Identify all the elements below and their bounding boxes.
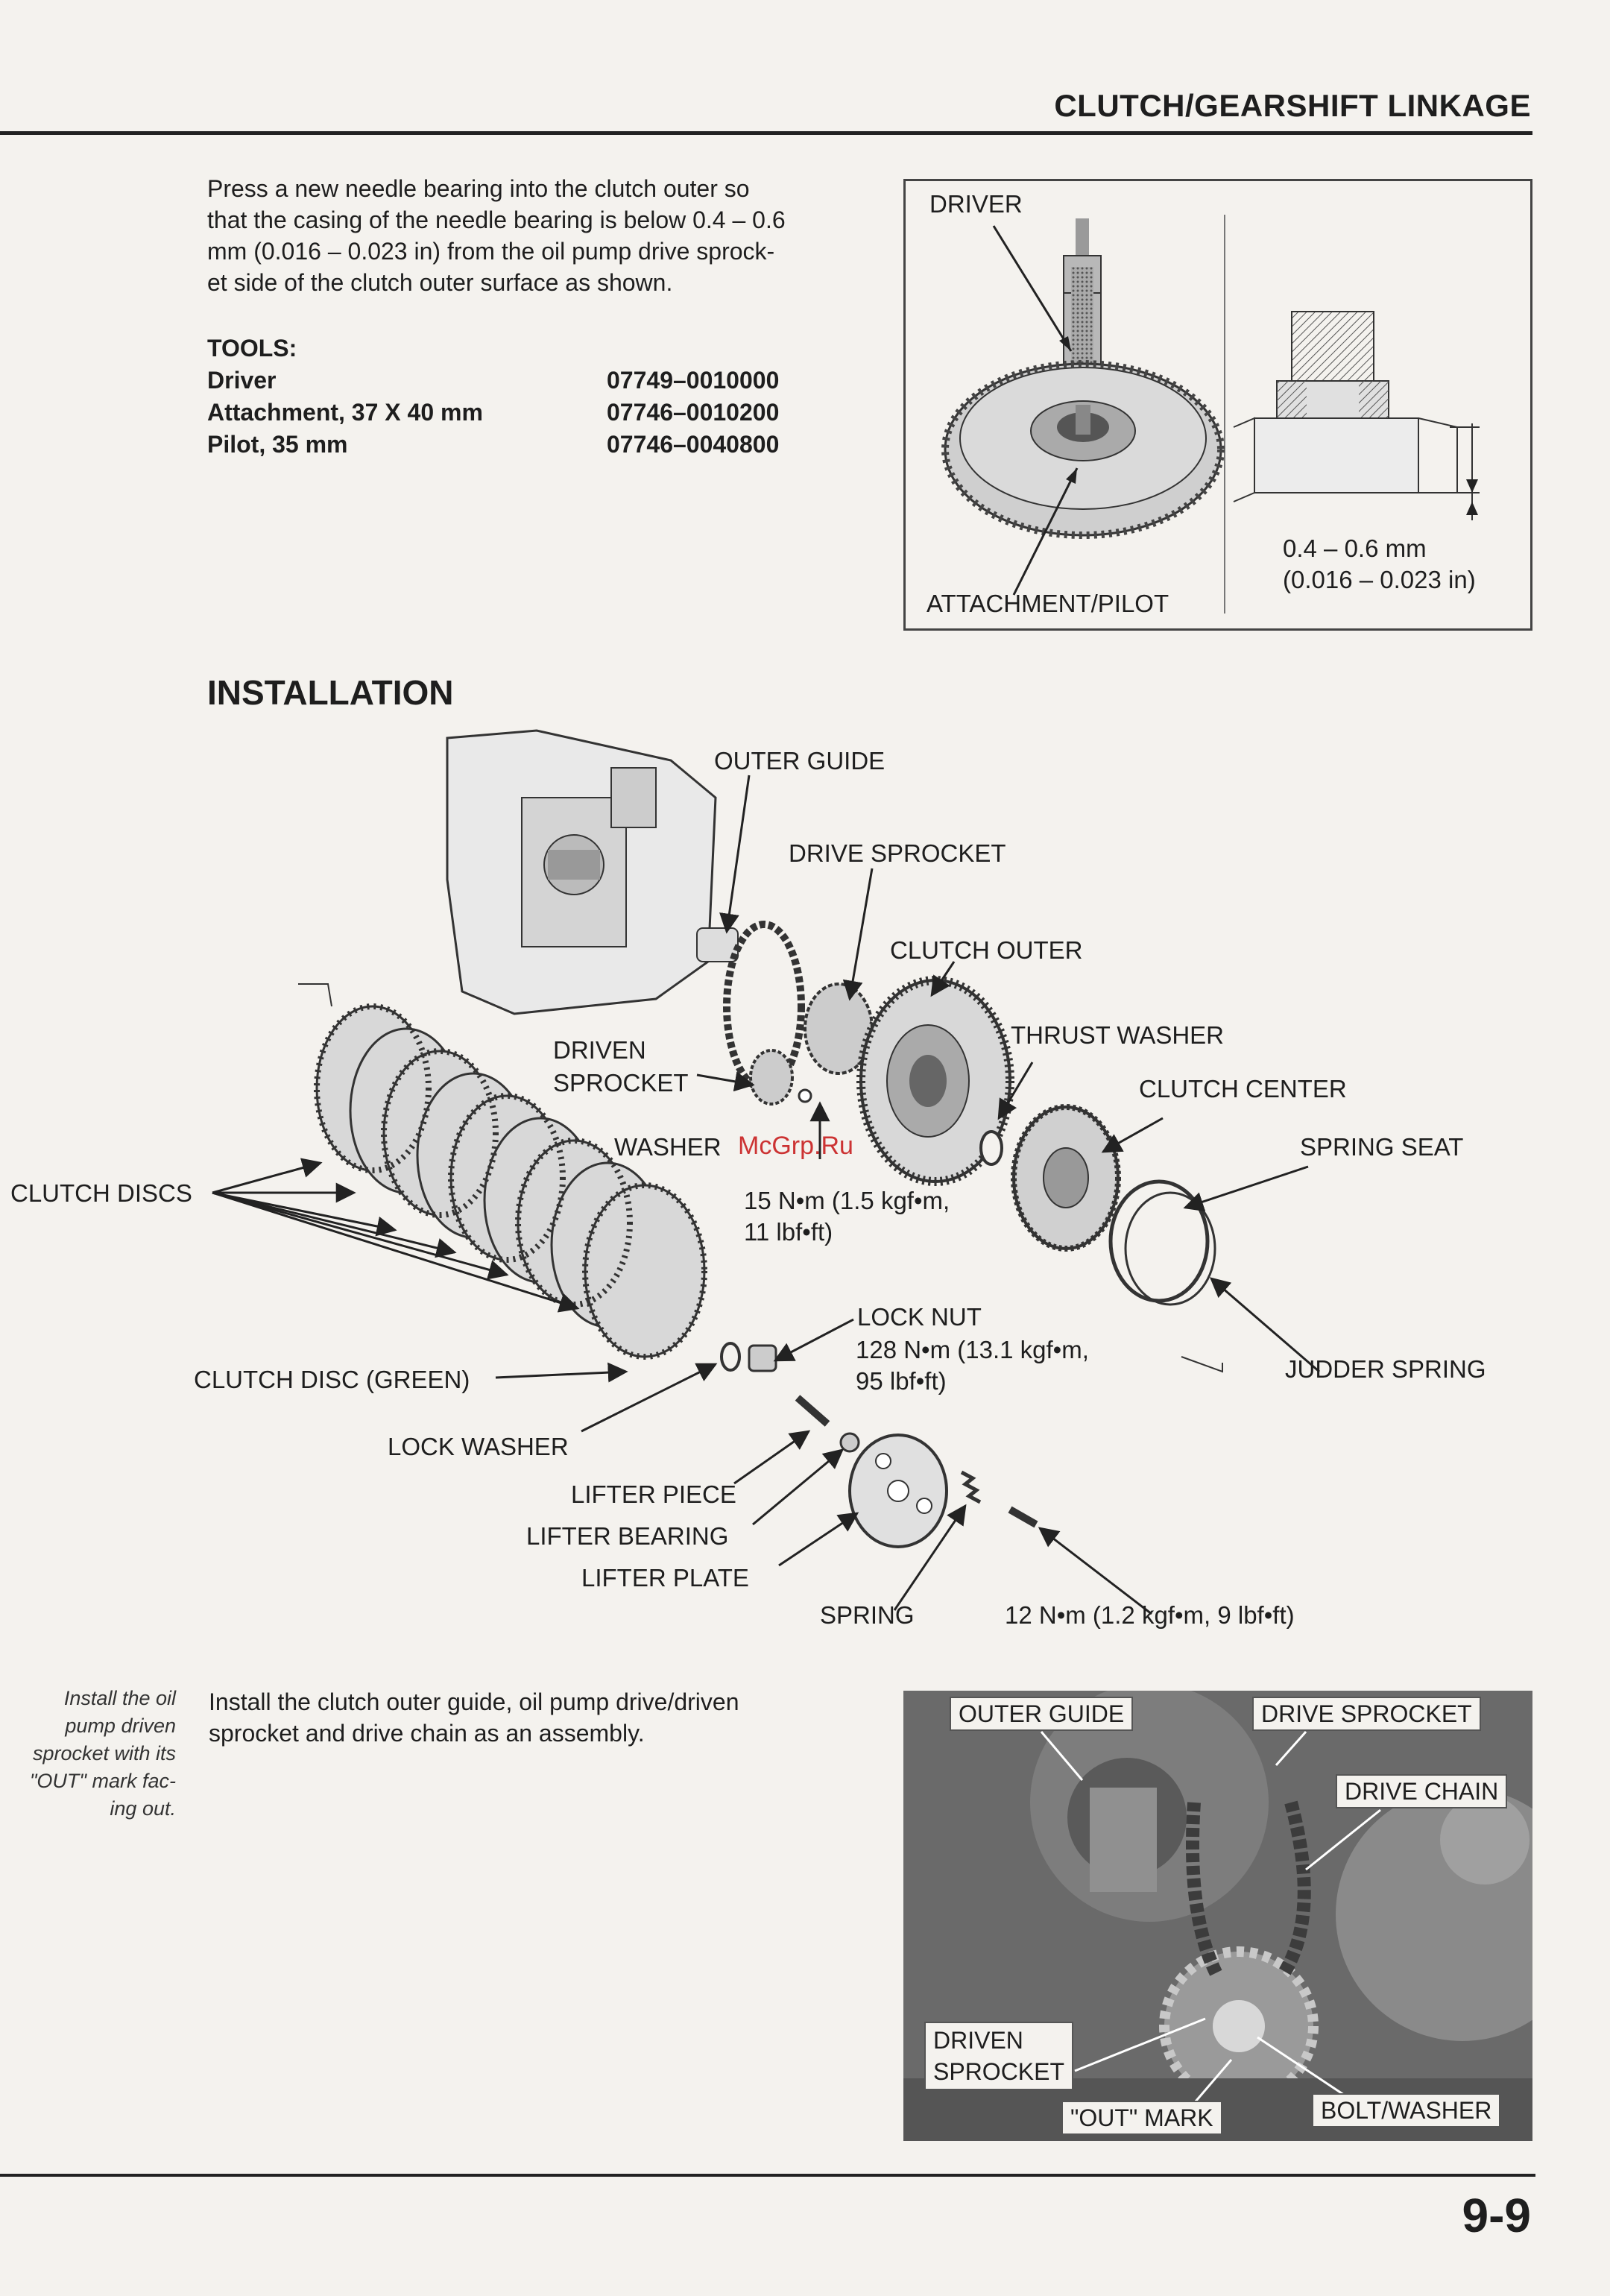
label-driven-line1: DRIVEN bbox=[553, 1036, 646, 1064]
label-spring: SPRING bbox=[820, 1601, 915, 1629]
photo-label-outer-guide: OUTER GUIDE bbox=[950, 1697, 1134, 1731]
label-driven-line2: SPROCKET bbox=[553, 1069, 689, 1097]
label-outer-guide: OUTER GUIDE bbox=[714, 747, 886, 775]
bearing-press-illustration bbox=[941, 215, 1480, 614]
label-torque-15-line1: 15 N•m (1.5 kgf•m, bbox=[744, 1187, 950, 1214]
tool-name: Pilot, 35 mm bbox=[207, 431, 348, 458]
side-note: Install the oil pump driven sprocket wit… bbox=[0, 1685, 176, 1823]
header-rule bbox=[0, 131, 1532, 135]
label-clutch-discs: CLUTCH DISCS bbox=[10, 1179, 192, 1207]
photo-label-driven-line2: SPROCKET bbox=[933, 2058, 1065, 2085]
tools-list: TOOLS: Driver 07749–0010000 Attachment, … bbox=[207, 332, 804, 461]
page-header-title: CLUTCH/GEARSHIFT LINKAGE bbox=[1054, 88, 1531, 123]
attachment-pilot-label: ATTACHMENT/PILOT bbox=[926, 590, 1169, 617]
footer-rule bbox=[0, 2174, 1535, 2177]
photo-label-out-mark: "OUT" MARK bbox=[1061, 2101, 1222, 2135]
step2-line: sprocket and drive chain as an assembly. bbox=[209, 1720, 645, 1747]
tool-name: Attachment, 37 X 40 mm bbox=[207, 399, 483, 426]
bearing-press-figure: DRIVER ATTACHMENT/PILOT 0.4 – 0.6 mm (0.… bbox=[903, 179, 1532, 631]
label-drive-sprocket: DRIVE SPROCKET bbox=[789, 839, 1006, 867]
intro-line: that the casing of the needle bearing is… bbox=[207, 206, 786, 233]
tool-row: Pilot, 35 mm 07746–0040800 bbox=[207, 429, 804, 461]
label-lock-nut: LOCK NUT bbox=[857, 1303, 982, 1331]
label-lock-washer: LOCK WASHER bbox=[388, 1433, 569, 1460]
label-torque-15-line2: 11 lbf•ft) bbox=[744, 1218, 833, 1246]
photo-label-driven-sprocket: DRIVEN SPROCKET bbox=[924, 2022, 1074, 2090]
step2-paragraph: Install the clutch outer guide, oil pump… bbox=[209, 1686, 880, 1749]
exploded-clutch-diagram bbox=[212, 729, 1320, 1615]
tools-heading: TOOLS: bbox=[207, 335, 297, 362]
intro-paragraph: Press a new needle bearing into the clut… bbox=[207, 173, 878, 298]
side-note-line: Install the oil bbox=[63, 1687, 176, 1709]
intro-line: mm (0.016 – 0.023 in) from the oil pump … bbox=[207, 238, 775, 265]
side-note-line: sprocket with its bbox=[32, 1742, 176, 1764]
label-washer: WASHER bbox=[614, 1133, 722, 1161]
side-note-line: pump driven bbox=[65, 1715, 176, 1737]
depth-in-label: (0.016 – 0.023 in) bbox=[1283, 566, 1476, 593]
tool-row: Attachment, 37 X 40 mm 07746–0010200 bbox=[207, 397, 804, 429]
assembly-photo: OUTER GUIDE DRIVE SPROCKET DRIVE CHAIN D… bbox=[903, 1691, 1532, 2141]
tool-number: 07746–0010200 bbox=[607, 399, 780, 426]
intro-line: Press a new needle bearing into the clut… bbox=[207, 175, 750, 202]
label-thrust-washer: THRUST WASHER bbox=[1011, 1021, 1225, 1049]
side-note-line: "OUT" mark fac- bbox=[29, 1770, 176, 1792]
label-clutch-center: CLUTCH CENTER bbox=[1139, 1075, 1347, 1103]
watermark: McGrp.Ru bbox=[738, 1132, 853, 1160]
tool-row: Driver 07749–0010000 bbox=[207, 365, 804, 397]
driver-label: DRIVER bbox=[929, 190, 1023, 218]
photo-label-driven-line1: DRIVEN bbox=[933, 2027, 1023, 2054]
label-lifter-bearing: LIFTER BEARING bbox=[526, 1522, 729, 1550]
depth-mm-label: 0.4 – 0.6 mm bbox=[1283, 534, 1427, 562]
label-spring-seat: SPRING SEAT bbox=[1300, 1133, 1464, 1161]
label-clutch-disc-green: CLUTCH DISC (GREEN) bbox=[194, 1366, 470, 1393]
page-number: 9-9 bbox=[1462, 2189, 1532, 2242]
label-lifter-piece: LIFTER PIECE bbox=[571, 1480, 736, 1508]
label-judder-spring: JUDDER SPRING bbox=[1285, 1355, 1486, 1383]
label-torque-128-line1: 128 N•m (13.1 kgf•m, bbox=[856, 1336, 1089, 1363]
installation-heading: INSTALLATION bbox=[207, 673, 454, 712]
side-note-line: ing out. bbox=[110, 1797, 176, 1820]
photo-label-drive-sprocket: DRIVE SPROCKET bbox=[1252, 1697, 1481, 1731]
photo-label-drive-chain: DRIVE CHAIN bbox=[1336, 1774, 1508, 1808]
tool-number: 07749–0010000 bbox=[607, 367, 780, 394]
label-torque-12: 12 N•m (1.2 kgf•m, 9 lbf•ft) bbox=[1005, 1601, 1295, 1629]
intro-line: et side of the clutch outer surface as s… bbox=[207, 269, 673, 296]
tool-number: 07746–0040800 bbox=[607, 431, 780, 458]
label-lifter-plate: LIFTER PLATE bbox=[581, 1564, 749, 1592]
photo-label-bolt-washer: BOLT/WASHER bbox=[1312, 2093, 1501, 2128]
label-torque-128-line2: 95 lbf•ft) bbox=[856, 1367, 947, 1395]
tool-name: Driver bbox=[207, 367, 277, 394]
step2-line: Install the clutch outer guide, oil pump… bbox=[209, 1688, 739, 1715]
label-clutch-outer: CLUTCH OUTER bbox=[890, 936, 1083, 964]
